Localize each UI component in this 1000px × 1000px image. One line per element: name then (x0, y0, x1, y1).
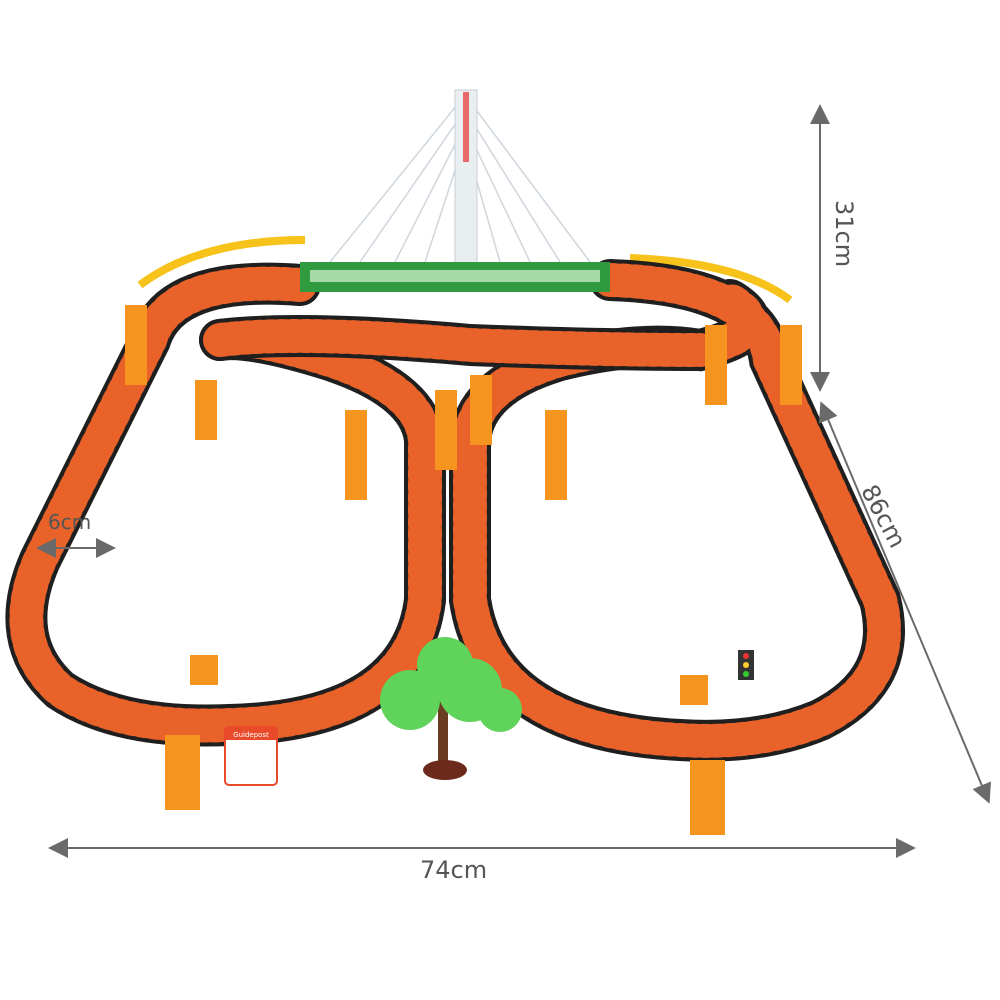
tree-foliage (380, 637, 522, 732)
depth-arrow (818, 401, 992, 804)
track-supports (125, 305, 802, 835)
track-inner-crossing (203, 319, 717, 367)
track-width-label: 6cm (48, 510, 92, 534)
tree-trunk (438, 700, 448, 765)
guard-rail-left (137, 236, 306, 289)
guidepost-sign (224, 726, 278, 786)
guard-rail-right (629, 254, 793, 304)
bridge-lattice (310, 270, 600, 282)
tree-base (423, 760, 467, 780)
guidepost-title: Guidepost (233, 731, 269, 739)
tower-top (463, 92, 469, 162)
track-left-loop (9, 266, 442, 743)
width-label: 74cm (420, 856, 488, 884)
dimension-arrows (36, 104, 992, 858)
height-label: 31cm (830, 200, 858, 268)
